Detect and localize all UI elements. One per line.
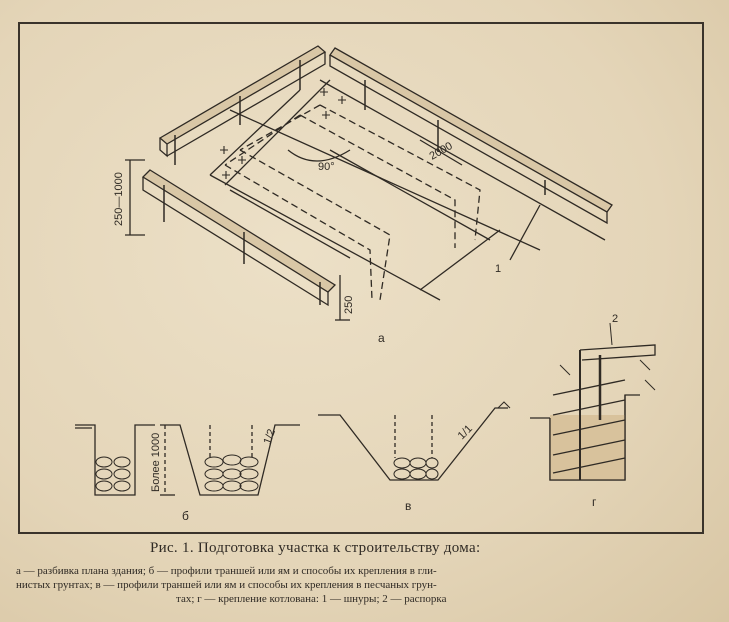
dim-depth-range: 250—1000: [113, 172, 125, 226]
dim-depth-min: Более 1000: [150, 433, 162, 492]
panel-v-sand-trenches: [318, 401, 511, 481]
dim-slope: 1/2: [262, 428, 279, 446]
caption-line-3: тах; г — крепление котлована: 1 — шнуры;…: [176, 593, 447, 605]
figure-frame: [18, 22, 704, 534]
dim-angle: 90°: [318, 161, 335, 173]
dim-board-height: 250: [343, 296, 355, 314]
panel-label-g: г: [592, 495, 597, 509]
dim-slope-v: 1/1: [456, 423, 475, 442]
callout-cords: 1: [495, 263, 501, 275]
caption-line-2: нистых грунтах; в — профили траншей или …: [16, 579, 437, 591]
panel-label-a: а: [378, 331, 385, 345]
panel-a-layout: [125, 45, 613, 321]
callout-strut: 2: [612, 313, 618, 325]
panel-label-b: б: [182, 509, 189, 523]
panel-g-pit-bracing: [530, 322, 656, 481]
caption-title: Рис. 1. Подготовка участка к строительст…: [150, 540, 481, 556]
panel-b-clay-trenches: [75, 424, 300, 496]
panel-label-v: в: [405, 499, 411, 513]
caption-line-1: а — разбивка плана здания; б — профили т…: [16, 565, 437, 577]
